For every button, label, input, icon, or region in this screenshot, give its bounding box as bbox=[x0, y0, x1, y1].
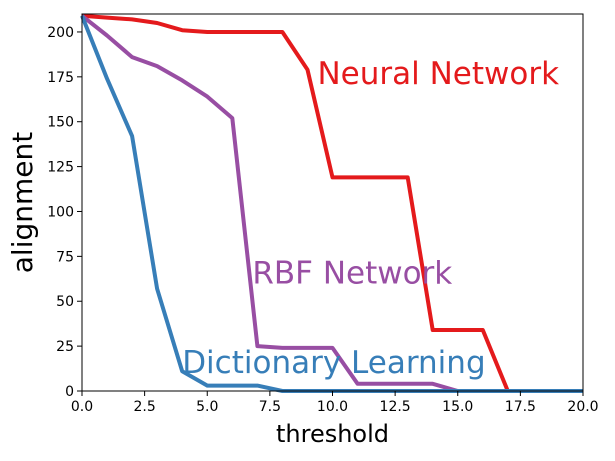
series-annotation: RBF Network bbox=[252, 255, 452, 291]
x-tick-label: 2.5 bbox=[133, 399, 155, 415]
x-tick-label: 17.5 bbox=[505, 399, 536, 415]
y-tick-label: 100 bbox=[47, 204, 74, 220]
x-axis-ticks: 0.0 2.5 5.0 7.5 10.0 12.5 15.0 17.5 20.0 bbox=[71, 391, 599, 415]
y-tick-label: 150 bbox=[47, 115, 74, 131]
y-tick-label: 0 bbox=[65, 384, 74, 400]
x-tick-label: 5.0 bbox=[196, 399, 218, 415]
x-tick-label: 12.5 bbox=[380, 399, 411, 415]
y-tick-label: 200 bbox=[47, 25, 74, 41]
y-tick-label: 75 bbox=[56, 249, 74, 265]
x-tick-label: 0.0 bbox=[71, 399, 93, 415]
y-tick-label: 175 bbox=[47, 70, 74, 86]
x-tick-label: 20.0 bbox=[567, 399, 598, 415]
y-tick-label: 50 bbox=[56, 294, 74, 310]
series-annotation: Dictionary Learning bbox=[182, 345, 485, 381]
x-tick-label: 15.0 bbox=[442, 399, 473, 415]
x-tick-label: 10.0 bbox=[317, 399, 348, 415]
y-tick-label: 125 bbox=[47, 160, 74, 176]
y-tick-label: 25 bbox=[56, 339, 74, 355]
x-axis-label: threshold bbox=[276, 420, 389, 448]
x-tick-label: 7.5 bbox=[259, 399, 281, 415]
y-axis-label: alignment bbox=[6, 132, 39, 273]
series-annotation: Neural Network bbox=[317, 56, 559, 92]
series-line-0 bbox=[81, 13, 583, 393]
y-axis-ticks: 0 25 50 75 100 125 150 175 200 bbox=[47, 25, 82, 400]
